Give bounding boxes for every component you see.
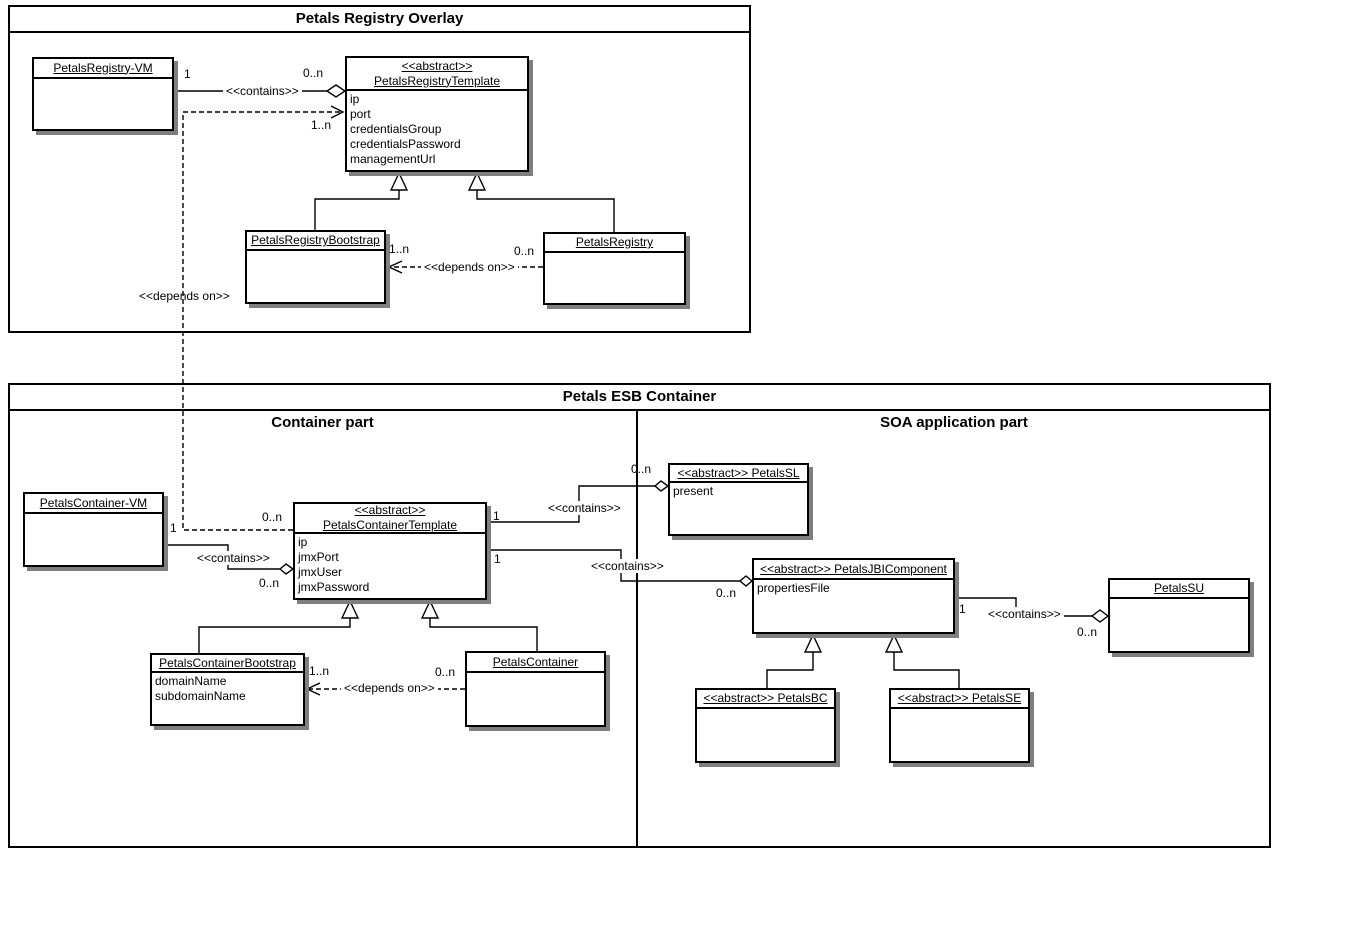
attribute: jmxPort — [298, 550, 339, 564]
multiplicity-label: 0..n — [435, 665, 456, 679]
attribute: credentialsGroup — [350, 122, 442, 136]
frame-title: Petals Registry Overlay — [10, 7, 749, 33]
class-petals-container-bootstrap: PetalsContainerBootstrap domainName subd… — [150, 653, 305, 726]
class-petals-registry-bootstrap: PetalsRegistryBootstrap — [245, 230, 386, 304]
attribute: ip — [350, 92, 360, 106]
attribute: present — [673, 484, 714, 498]
multiplicity-label: 1 — [959, 602, 966, 616]
attribute: subdomainName — [155, 689, 246, 703]
multiplicity-label: 0..n — [1077, 625, 1098, 639]
class-name: PetalsContainer — [492, 654, 579, 669]
frame-title: Petals ESB Container — [10, 385, 1269, 411]
class-name: <<abstract>> PetalsSL — [677, 465, 800, 480]
dependency-containertemplate-registrytemplate — [182, 105, 345, 531]
aggregation-diamond-icon — [1090, 609, 1110, 623]
open-arrowhead-icon — [305, 682, 321, 696]
class-name: PetalsSU — [1153, 581, 1205, 595]
inheritance-triangle-icon — [340, 599, 360, 619]
class-stereotype: <<abstract>> — [401, 58, 473, 73]
aggregation-diamond-icon — [653, 480, 670, 492]
stereotype-label-depends-on: <<depends on>> — [341, 681, 438, 695]
class-petals-se: <<abstract>> PetalsSE — [889, 688, 1030, 763]
multiplicity-label: 1 — [493, 509, 500, 523]
class-name: PetalsRegistry-VM — [53, 60, 153, 75]
frame-petals-esb-container: Petals ESB Container — [8, 383, 1271, 848]
stereotype-label-contains: <<contains>> — [223, 84, 302, 98]
multiplicity-label: 1 — [184, 67, 191, 81]
class-petals-registry-template: <<abstract>> PetalsRegistryTemplate ip p… — [345, 56, 529, 172]
attribute: domainName — [155, 674, 227, 688]
multiplicity-label: 1 — [170, 521, 177, 535]
generalization-registrybootstrap-registrytemplate — [314, 171, 409, 230]
class-petals-container-template: <<abstract>> PetalsContainerTemplate ip … — [293, 502, 487, 600]
class-name: PetalsRegistryBootstrap — [251, 233, 380, 247]
attribute: jmxPassword — [298, 580, 370, 594]
multiplicity-label: 0..n — [259, 576, 280, 590]
multiplicity-label: 0..n — [514, 244, 535, 258]
attribute: managementUrl — [350, 152, 436, 166]
multiplicity-label: 1..n — [389, 242, 410, 256]
stereotype-label-depends-on: <<depends on>> — [421, 260, 518, 274]
aggregation-diamond-icon — [325, 84, 347, 98]
frame-petals-registry-overlay: Petals Registry Overlay — [8, 5, 751, 333]
class-name: PetalsRegistryTemplate — [373, 73, 501, 88]
dependency-container-containerbootstrap — [305, 682, 465, 696]
stereotype-label-contains: <<contains>> — [194, 551, 273, 565]
class-name: PetalsContainerBootstrap — [159, 655, 296, 670]
attribute: credentialsPassword — [350, 137, 461, 151]
generalization-registry-registrytemplate — [467, 171, 615, 232]
aggregation-diamond-icon — [278, 563, 295, 575]
generalization-containerbootstrap-containertemplate — [198, 599, 360, 653]
inheritance-triangle-icon — [389, 171, 409, 191]
class-petals-container-vm: PetalsContainer-VM — [23, 492, 164, 567]
class-petals-jbi-component: <<abstract>> PetalsJBIComponent properti… — [752, 558, 955, 634]
class-petals-registry: PetalsRegistry — [543, 232, 686, 305]
attribute: jmxUser — [298, 565, 342, 579]
multiplicity-label: 0..n — [303, 66, 324, 80]
attribute: propertiesFile — [757, 581, 830, 595]
class-name: <<abstract>> PetalsJBIComponent — [760, 561, 947, 576]
part-title-soa-application-part: SOA application part — [880, 414, 1028, 431]
generalization-petalsse-jbicomponent — [884, 633, 960, 688]
class-petals-bc: <<abstract>> PetalsBC — [695, 688, 836, 763]
stereotype-label-contains: <<contains>> — [985, 607, 1064, 621]
attribute: port — [350, 107, 371, 121]
inheritance-triangle-icon — [420, 599, 440, 619]
multiplicity-label: 1..n — [309, 664, 330, 678]
multiplicity-label: 0..n — [631, 462, 652, 476]
multiplicity-label: 0..n — [716, 586, 737, 600]
class-petals-container: PetalsContainer — [465, 651, 606, 727]
class-name: <<abstract>> PetalsSE — [897, 691, 1022, 705]
generalization-container-containertemplate — [420, 599, 538, 651]
aggregation-diamond-icon — [738, 575, 754, 587]
class-name: <<abstract>> PetalsBC — [703, 691, 828, 705]
class-name: PetalsContainerTemplate — [322, 518, 458, 532]
attribute: ip — [298, 535, 308, 549]
class-name: PetalsContainer-VM — [39, 495, 148, 510]
open-arrowhead-icon — [387, 260, 403, 274]
class-stereotype: <<abstract>> — [354, 503, 426, 517]
class-petals-sl: <<abstract>> PetalsSL present — [668, 463, 809, 536]
multiplicity-label: 1..n — [311, 118, 332, 132]
open-arrowhead-icon — [330, 105, 345, 119]
inheritance-triangle-icon — [467, 171, 487, 191]
class-petals-su: PetalsSU — [1108, 578, 1250, 653]
stereotype-label-contains: <<contains>> — [588, 559, 667, 573]
part-title-container-part: Container part — [271, 414, 374, 431]
multiplicity-label: 1 — [494, 552, 501, 566]
class-name: PetalsRegistry — [575, 235, 654, 249]
inheritance-triangle-icon — [884, 633, 904, 653]
multiplicity-label: 0..n — [262, 510, 283, 524]
inheritance-triangle-icon — [803, 633, 823, 653]
stereotype-label-contains: <<contains>> — [545, 501, 624, 515]
class-petals-registry-vm: PetalsRegistry-VM — [32, 57, 174, 131]
stereotype-label-depends-on: <<depends on>> — [139, 289, 230, 303]
generalization-petalsbc-jbicomponent — [766, 633, 823, 688]
